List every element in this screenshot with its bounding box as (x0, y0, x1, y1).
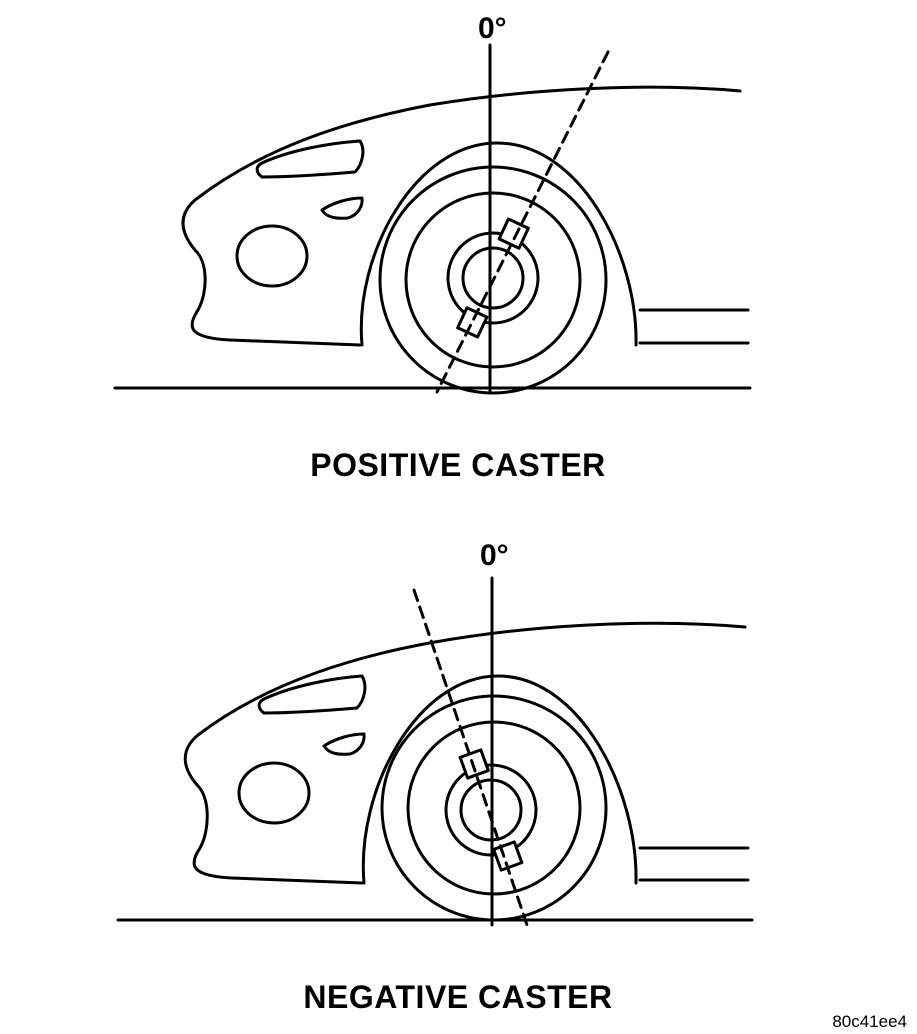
positive-caster-diagram: 0° POSITIVE CASTER (113, 12, 752, 483)
negative-caster-diagram: 0° NEGATIVE CASTER (116, 539, 754, 1015)
headlight-lower (322, 732, 366, 756)
headlight-upper (257, 674, 367, 715)
headlight-lower (320, 196, 364, 220)
tire (380, 694, 608, 922)
figure-code: 80c41ee4 (832, 1012, 907, 1031)
car-body-outline (183, 621, 747, 885)
steering-axis-line (435, 50, 610, 394)
diagram-caption: POSITIVE CASTER (310, 447, 606, 483)
wheel (378, 165, 608, 395)
angle-label: 0° (478, 12, 507, 45)
angle-label: 0° (480, 539, 509, 572)
fog-lamp (237, 761, 311, 825)
rim (406, 720, 582, 896)
car-body-outline (181, 85, 742, 347)
diagram-caption: NEGATIVE CASTER (303, 979, 612, 1015)
fog-lamp (235, 224, 309, 288)
tire (378, 165, 608, 395)
steering-axis-line (412, 588, 529, 927)
headlight-upper (255, 139, 365, 179)
steering-knuckle-top (497, 217, 530, 250)
wheel-arch (361, 674, 638, 885)
hub-outer (446, 231, 540, 325)
wheel (380, 694, 608, 922)
hub-inner (461, 246, 525, 310)
rim (404, 191, 582, 369)
wheel-arch (359, 141, 638, 347)
